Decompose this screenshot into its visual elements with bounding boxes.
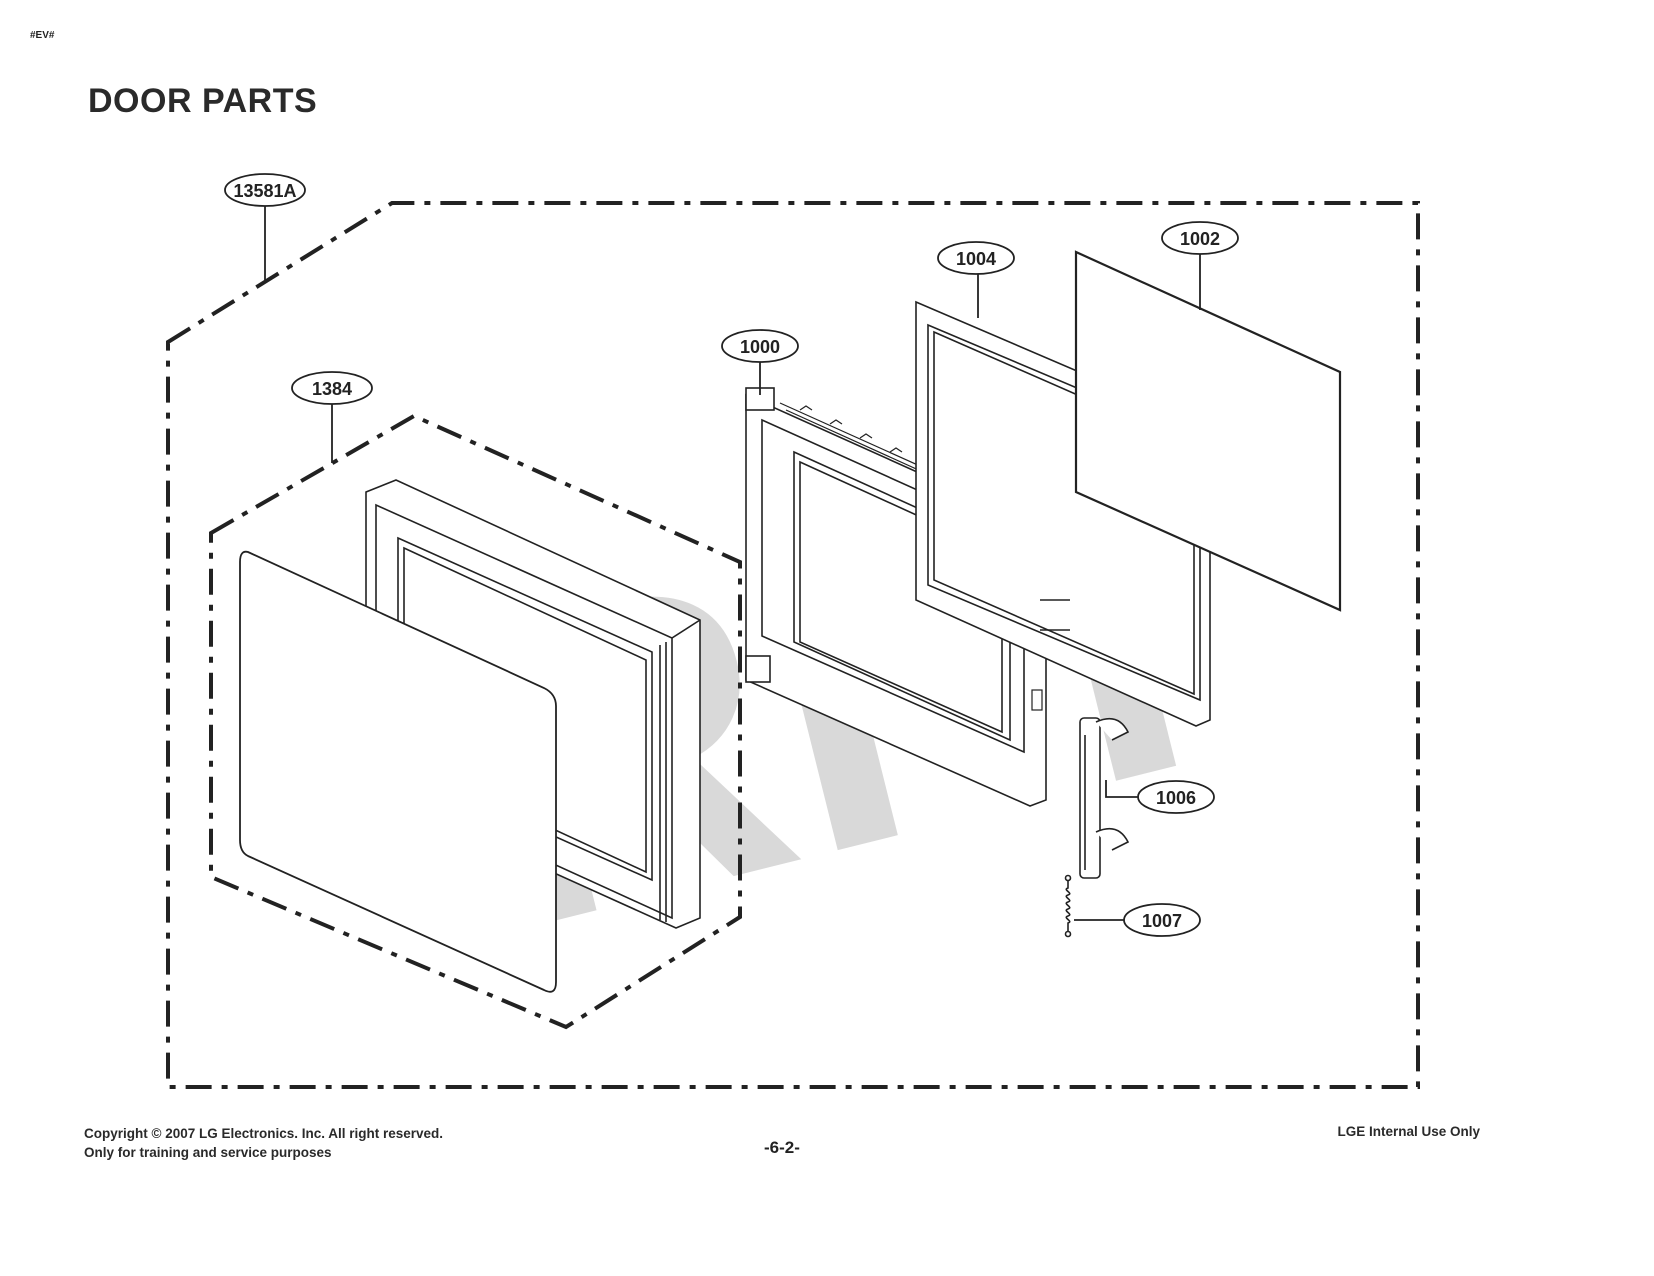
callout-1384: 1384 — [291, 371, 373, 405]
page-title: DOOR PARTS — [88, 82, 318, 120]
copyright-line-2: Only for training and service purposes — [84, 1145, 332, 1160]
assembly-boundary-1384 — [209, 413, 742, 1030]
door-latch-part — [1079, 717, 1130, 879]
footer-copyright: Copyright © 2007 LG Electronics. Inc. Al… — [84, 1124, 443, 1162]
door-glass-panel — [239, 550, 557, 993]
callout-1002: 1002 — [1161, 221, 1239, 255]
callout-label: 13581A — [233, 181, 296, 201]
callout-13581A: 13581A — [224, 173, 306, 207]
copyright-line-1: Copyright © 2007 LG Electronics. Inc. Al… — [84, 1126, 444, 1141]
callout-label: 1384 — [312, 379, 352, 399]
callout-label: 1004 — [956, 249, 996, 269]
page-number: -6-2- — [764, 1138, 800, 1157]
corner-tag: #EV# — [30, 30, 55, 41]
internal-use-note: LGE Internal Use Only — [1337, 1124, 1480, 1139]
callout-1007: 1007 — [1123, 903, 1201, 937]
callout-label: 1006 — [1156, 788, 1196, 808]
callout-label: 1002 — [1180, 229, 1220, 249]
callout-1000: 1000 — [721, 329, 799, 363]
callout-label: 1007 — [1142, 911, 1182, 931]
callout-1004: 1004 — [937, 241, 1015, 275]
latch-spring-part — [1064, 874, 1072, 938]
callout-1006: 1006 — [1137, 780, 1215, 814]
callout-label: 1000 — [740, 337, 780, 357]
assembly-boundary-13581A — [166, 201, 1420, 1089]
door-screen-part — [1074, 250, 1342, 612]
leader-lines — [264, 206, 1201, 921]
